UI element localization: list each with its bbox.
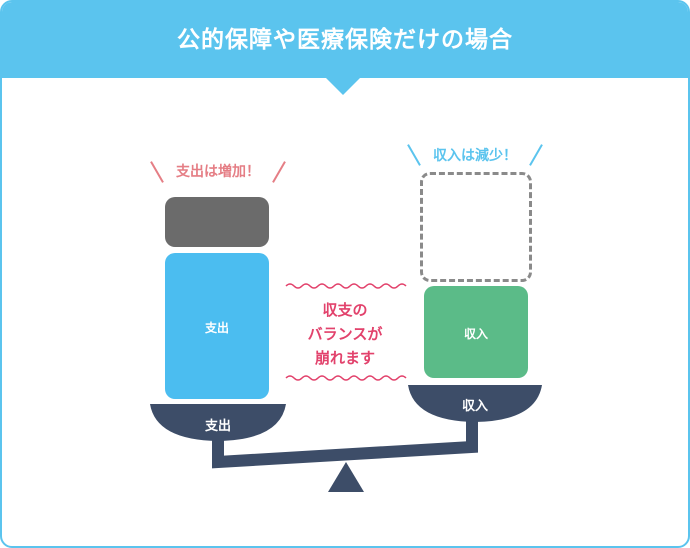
- income-decrease-callout: 収入は減少！: [433, 148, 517, 164]
- lost-income-placeholder: [420, 172, 532, 282]
- left-scale-pan: [150, 404, 286, 441]
- scale-beam: [212, 410, 478, 469]
- expense-block: [165, 253, 269, 399]
- header-pointer-arrow: [322, 74, 364, 95]
- income-block-label: 収入: [463, 327, 488, 341]
- imbalance-message-line-2: バランスが: [307, 325, 383, 343]
- expense-increase-block: [165, 197, 269, 247]
- imbalance-message-line-1: 収支の: [322, 301, 368, 319]
- right-pan-label: 収入: [461, 399, 488, 414]
- expense-increase-callout: 支出は増加！: [176, 164, 260, 180]
- imbalance-message: 収支の バランスが 崩れます: [290, 298, 400, 370]
- page-title: 公的保障や医療保険だけの場合: [177, 27, 513, 53]
- expense-block-label: 支出: [204, 321, 229, 335]
- left-pan-label: 支出: [204, 419, 231, 434]
- wavy-line-top: [285, 283, 407, 289]
- scale-fulcrum: [328, 462, 364, 492]
- header-bar: [2, 2, 688, 78]
- right-scale-pan: [408, 385, 542, 422]
- wavy-line-bottom: [285, 375, 407, 381]
- income-block: [424, 286, 528, 378]
- imbalance-message-line-3: 崩れます: [314, 349, 375, 367]
